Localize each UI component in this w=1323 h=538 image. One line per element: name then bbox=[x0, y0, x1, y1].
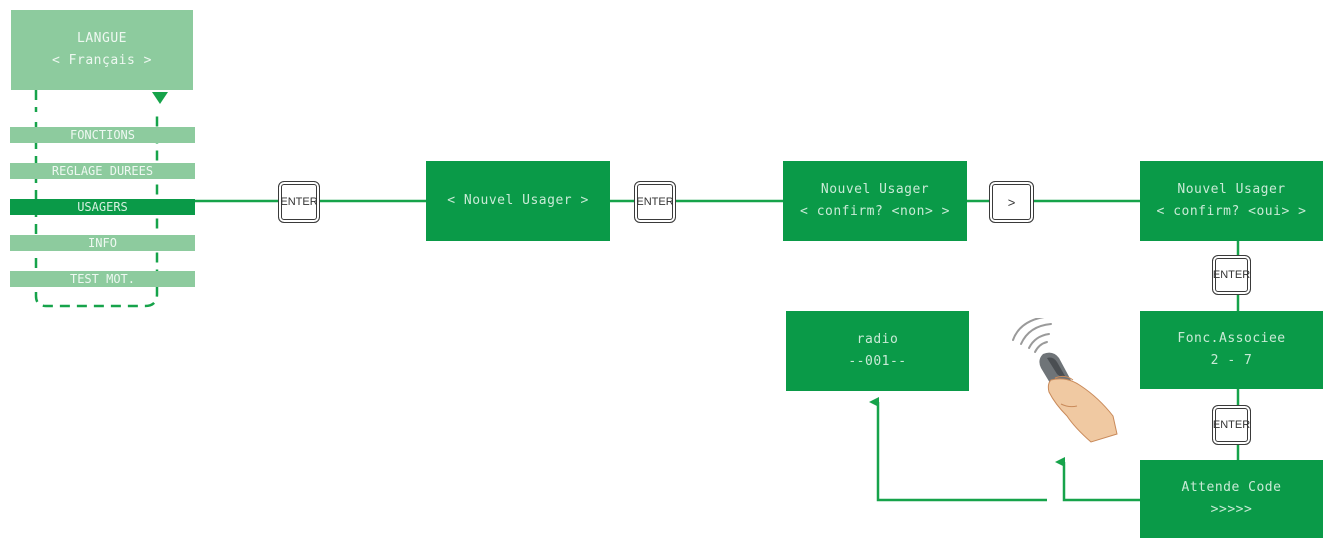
screen-line: Nouvel Usager bbox=[820, 182, 930, 197]
screen-line: < confirm? <oui> > bbox=[1156, 204, 1307, 219]
langue-box: LANGUE < Français > bbox=[11, 10, 193, 90]
screen-line: Nouvel Usager bbox=[1177, 182, 1286, 197]
screen-line: --001-- bbox=[848, 354, 907, 369]
screen-line: < Nouvel Usager > bbox=[447, 193, 589, 208]
enter-button[interactable]: ENTER bbox=[634, 181, 676, 223]
menu-item-usagers[interactable]: USAGERS bbox=[10, 199, 195, 215]
menu-item-test-mot[interactable]: TEST MOT. bbox=[10, 271, 195, 287]
menu-item-info[interactable]: INFO bbox=[10, 235, 195, 251]
screen-line: Attende Code bbox=[1181, 480, 1282, 495]
enter-button[interactable]: ENTER bbox=[1212, 405, 1251, 445]
menu-item-fonctions[interactable]: FONCTIONS bbox=[10, 127, 195, 143]
enter-button[interactable]: ENTER bbox=[1212, 255, 1251, 295]
screen-fonc-associee: Fonc.Associee 2 - 7 bbox=[1140, 311, 1323, 389]
hand-remote-icon bbox=[1012, 318, 1118, 443]
langue-value: < Français > bbox=[52, 53, 152, 68]
screen-nouvel-usager: < Nouvel Usager > bbox=[426, 161, 610, 241]
menu-item-reglage-durees[interactable]: REGLAGE DUREES bbox=[10, 163, 195, 179]
screen-line: Fonc.Associee bbox=[1177, 331, 1286, 346]
screen-line: radio bbox=[856, 332, 899, 347]
langue-title: LANGUE bbox=[77, 31, 127, 46]
screen-confirm-oui: Nouvel Usager < confirm? <oui> > bbox=[1140, 161, 1323, 241]
next-button[interactable]: > bbox=[989, 181, 1034, 223]
screen-line: < confirm? <non> > bbox=[800, 204, 950, 219]
enter-button[interactable]: ENTER bbox=[278, 181, 320, 223]
screen-radio: radio --001-- bbox=[786, 311, 969, 391]
screen-line: 2 - 7 bbox=[1210, 353, 1253, 368]
screen-attende-code: Attende Code >>>>> bbox=[1140, 460, 1323, 538]
screen-line: >>>>> bbox=[1210, 502, 1253, 517]
screen-confirm-non: Nouvel Usager < confirm? <non> > bbox=[783, 161, 967, 241]
